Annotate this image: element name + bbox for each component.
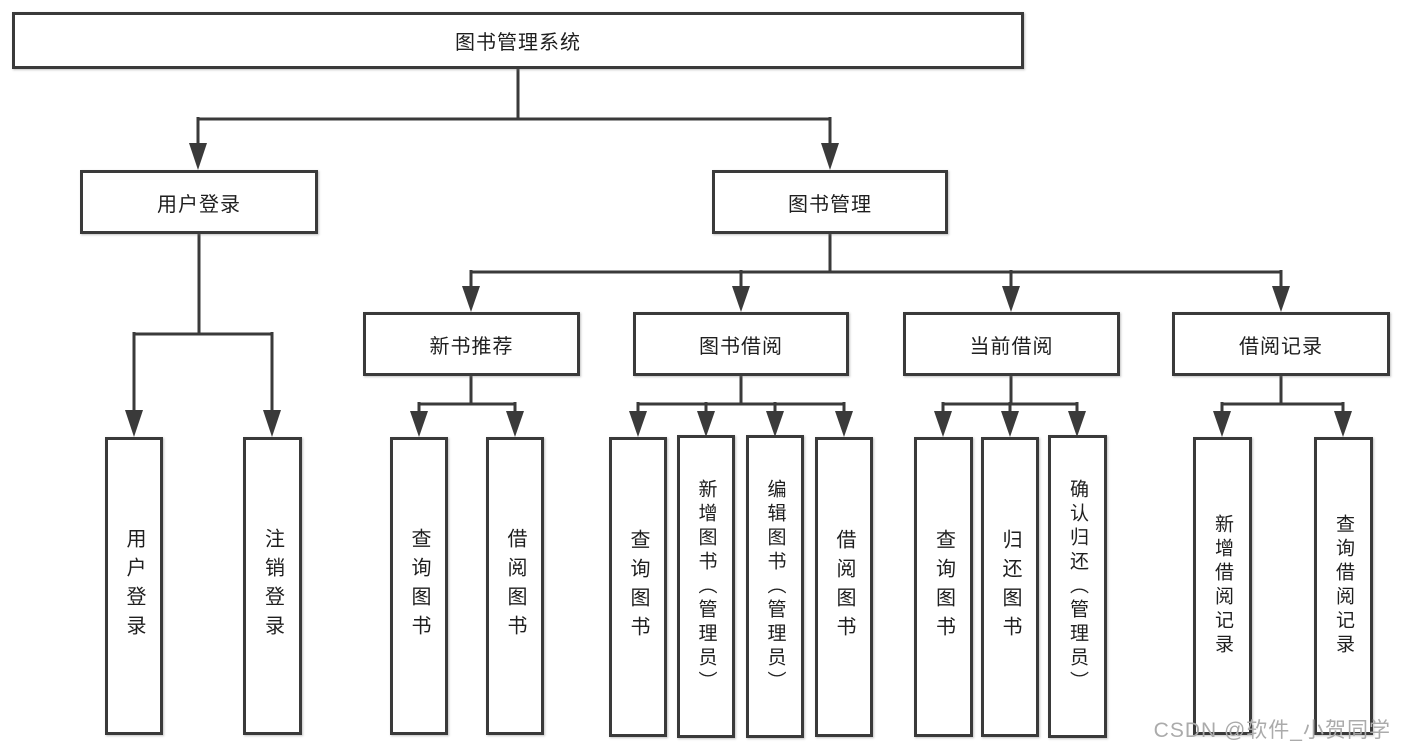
node-root-label: 图书管理系统: [455, 32, 581, 54]
node-borrow-records-label: 借阅记录: [1239, 335, 1323, 358]
leaf-bb-add-books-admin: 新增图书（管理员）: [677, 435, 735, 738]
leaf-bb-edit-books-admin-label: 编辑图书（管理员）: [764, 478, 786, 695]
leaf-bb-query-books-label: 查询图书: [627, 529, 649, 645]
leaf-cb-query-books: 查询图书: [914, 437, 973, 737]
leaf-bb-borrow-books-label: 借阅图书: [833, 529, 855, 645]
leaf-nbr-borrow-books: 借阅图书: [486, 437, 544, 735]
leaf-cb-return-books-label: 归还图书: [999, 529, 1021, 645]
leaf-bb-borrow-books: 借阅图书: [815, 437, 873, 737]
leaf-logout: 注销登录: [243, 437, 302, 735]
node-new-book-recommend-label: 新书推荐: [429, 335, 514, 358]
leaf-nbr-borrow-books-label: 借阅图书: [504, 528, 526, 644]
leaf-br-add-record-label: 新增借阅记录: [1212, 514, 1233, 658]
node-book-management-label: 图书管理: [788, 193, 872, 216]
leaf-nbr-query-books: 查询图书: [390, 437, 448, 735]
leaf-br-query-record: 查询借阅记录: [1314, 437, 1373, 735]
leaf-cb-return-books: 归还图书: [981, 437, 1039, 737]
node-root: 图书管理系统: [12, 12, 1024, 69]
leaf-user-login-label: 用户登录: [123, 528, 145, 644]
node-book-management: 图书管理: [712, 170, 948, 234]
leaf-br-query-record-label: 查询借阅记录: [1333, 514, 1354, 658]
leaf-cb-query-books-label: 查询图书: [932, 529, 955, 645]
node-user-login-label: 用户登录: [157, 193, 241, 216]
leaf-bb-query-books: 查询图书: [609, 437, 667, 737]
leaf-logout-label: 注销登录: [261, 528, 284, 644]
node-current-borrowing: 当前借阅: [903, 312, 1120, 376]
node-new-book-recommend: 新书推荐: [363, 312, 580, 376]
node-book-borrowing: 图书借阅: [633, 312, 849, 376]
node-current-borrowing-label: 当前借阅: [969, 335, 1054, 358]
csdn-watermark: CSDN @软件_小贺同学: [1153, 719, 1391, 742]
leaf-bb-add-books-admin-label: 新增图书（管理员）: [695, 478, 717, 695]
node-user-login: 用户登录: [80, 170, 318, 234]
node-borrow-records: 借阅记录: [1172, 312, 1390, 376]
arrowheads: [125, 143, 1352, 437]
leaf-nbr-query-books-label: 查询图书: [408, 528, 430, 644]
node-book-borrowing-label: 图书借阅: [699, 335, 783, 358]
leaf-user-login: 用户登录: [105, 437, 163, 735]
leaf-br-add-record: 新增借阅记录: [1193, 437, 1252, 735]
leaf-cb-confirm-return-admin-label: 确认归还（管理员）: [1067, 478, 1088, 695]
leaf-bb-edit-books-admin: 编辑图书（管理员）: [746, 435, 804, 738]
leaf-cb-confirm-return-admin: 确认归还（管理员）: [1048, 435, 1107, 738]
